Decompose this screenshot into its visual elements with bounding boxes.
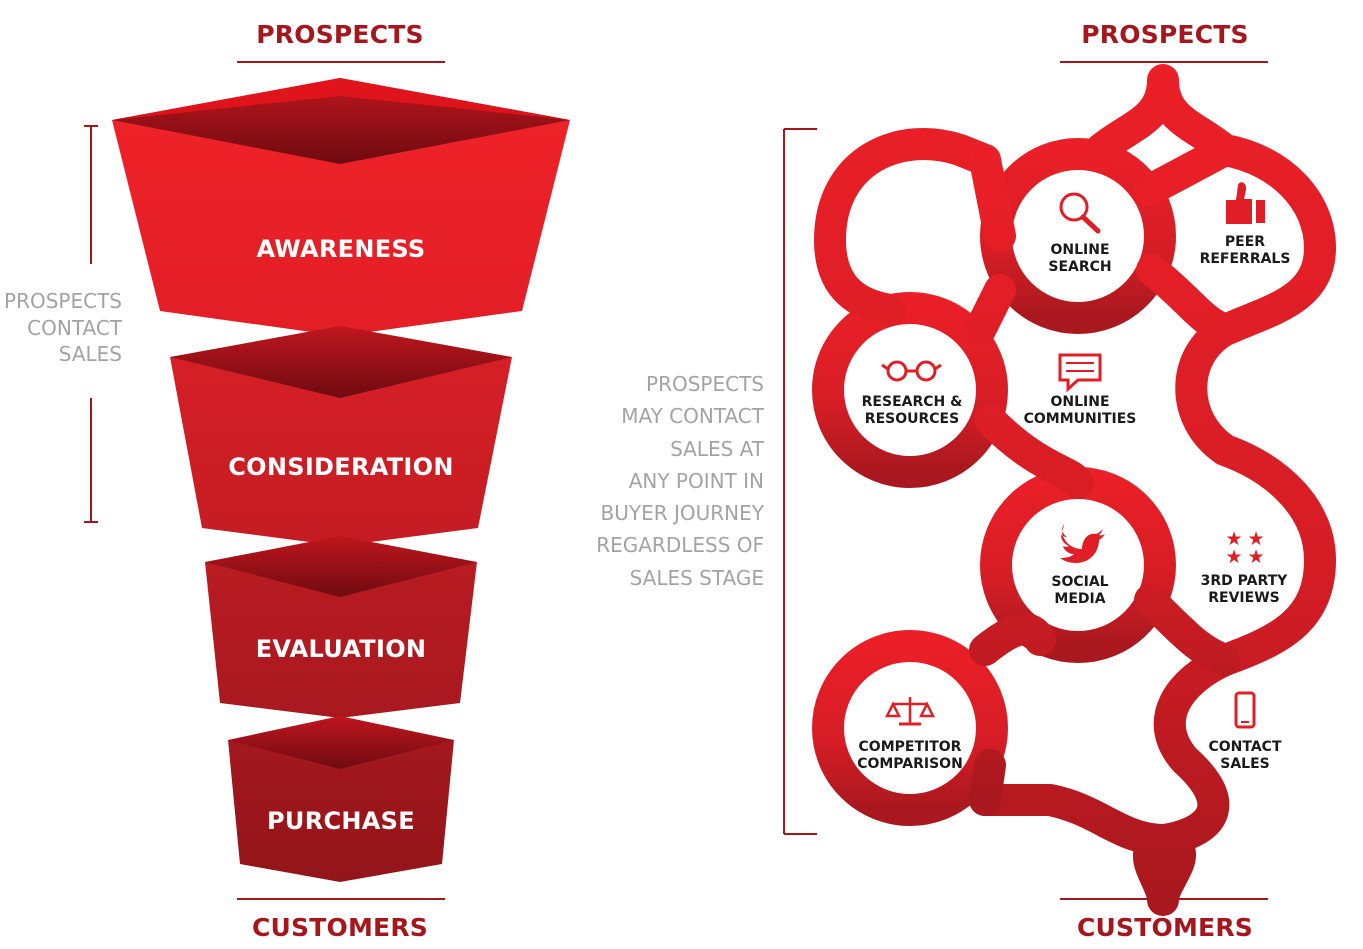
middle-note-line: ANY POINT IN	[628, 468, 764, 493]
node-label-line: RESEARCH &	[861, 394, 963, 410]
node-social-media: SOCIAL MEDIA	[1030, 574, 1130, 608]
node-contact-sales: CONTACT SALES	[1195, 739, 1295, 773]
stage-label-awareness: AWARENESS	[256, 235, 426, 263]
node-label-line: SALES	[1220, 756, 1270, 772]
node-label-line: COMPETITOR	[858, 739, 962, 755]
stage-label-evaluation: EVALUATION	[255, 635, 427, 663]
funnel-stage-evaluation-rim	[205, 536, 477, 597]
phone-icon	[1234, 691, 1256, 729]
middle-note-line: SALES AT	[670, 436, 764, 461]
middle-note-line: REGARDLESS OF	[596, 533, 764, 558]
node-label-line: COMPARISON	[857, 756, 963, 772]
node-label-line: ONLINE	[1050, 394, 1110, 410]
node-label-line: CONTACT	[1208, 739, 1282, 755]
middle-note-line: BUYER JOURNEY	[600, 501, 764, 526]
node-3rd-party-reviews: 3RD PARTY REVIEWS	[1188, 573, 1300, 607]
node-label-line: 3RD PARTY	[1200, 573, 1288, 589]
network-outer-loop	[814, 64, 1336, 916]
node-label-line: REFERRALS	[1199, 251, 1291, 267]
funnel-left-bracket	[84, 125, 98, 523]
side-note-line: PROSPECTS	[4, 289, 122, 313]
node-label-line: MEDIA	[1054, 591, 1106, 607]
journey-top-label: PROSPECTS	[1081, 20, 1249, 49]
node-label-line: PEER	[1224, 234, 1266, 250]
scales-icon	[884, 697, 936, 726]
thumbs-up-icon	[1226, 182, 1265, 224]
middle-note: PROSPECTS MAY CONTACT SALES AT ANY POINT…	[560, 368, 764, 594]
middle-note-line: SALES STAGE	[629, 565, 764, 590]
node-label-line: REVIEWS	[1208, 590, 1280, 606]
ring-competitor	[812, 630, 1008, 826]
funnel-side-note: PROSPECTS CONTACT SALES	[0, 288, 122, 368]
glasses-icon	[881, 360, 942, 382]
node-peer-referrals: PEER REFERRALS	[1190, 234, 1300, 268]
node-competitor-comparison: COMPETITOR COMPARISON	[850, 739, 970, 773]
side-note-line: SALES	[58, 342, 122, 366]
funnel-stage-consideration-rim	[170, 326, 512, 398]
svg-text:★: ★	[1247, 528, 1264, 550]
bird-icon	[1060, 524, 1105, 563]
node-label-line: RESOURCES	[864, 411, 960, 427]
middle-note-line: MAY CONTACT	[621, 404, 764, 429]
side-note-line: CONTACT	[27, 315, 122, 340]
ring-research	[812, 292, 1008, 488]
node-research-resources: RESEARCH & RESOURCES	[852, 394, 972, 428]
funnel-stage-evaluation-body	[205, 562, 477, 718]
node-label-line: COMMUNITIES	[1023, 411, 1137, 427]
journey-left-bracket	[783, 128, 817, 835]
journey-bottom-rule	[1060, 898, 1268, 900]
journey-bottom-label: CUSTOMERS	[1077, 913, 1253, 942]
funnel-bottom-rule	[237, 898, 445, 900]
network-connectors	[964, 134, 1241, 816]
stage-label-consideration: CONSIDERATION	[228, 453, 454, 481]
chat-bubble-icon	[1058, 353, 1102, 393]
node-online-communities: ONLINE COMMUNITIES	[1016, 394, 1144, 428]
magnifier-icon	[1059, 192, 1101, 234]
svg-text:★: ★	[1225, 546, 1242, 568]
funnel-stage-consideration-body	[170, 357, 512, 546]
funnel-top-rule	[237, 61, 445, 63]
journey-top-rule	[1060, 61, 1268, 63]
funnel-top-label: PROSPECTS	[256, 20, 424, 49]
funnel-stage-purchase-body	[228, 740, 454, 882]
middle-note-line: PROSPECTS	[646, 372, 764, 396]
node-label-line: SEARCH	[1048, 259, 1112, 275]
node-label-line: ONLINE	[1050, 242, 1110, 258]
stage-label-purchase: PURCHASE	[267, 807, 415, 835]
svg-text:★: ★	[1225, 528, 1242, 550]
funnel-bottom-label: CUSTOMERS	[252, 913, 428, 942]
stars-icon: ★ ★ ★ ★	[1225, 528, 1264, 568]
funnel-stage-awareness-body	[112, 120, 570, 336]
node-label-line: SOCIAL	[1051, 574, 1109, 590]
svg-text:★: ★	[1247, 546, 1264, 568]
funnel-stage-purchase-rim	[228, 716, 454, 769]
node-online-search: ONLINE SEARCH	[1030, 242, 1130, 276]
